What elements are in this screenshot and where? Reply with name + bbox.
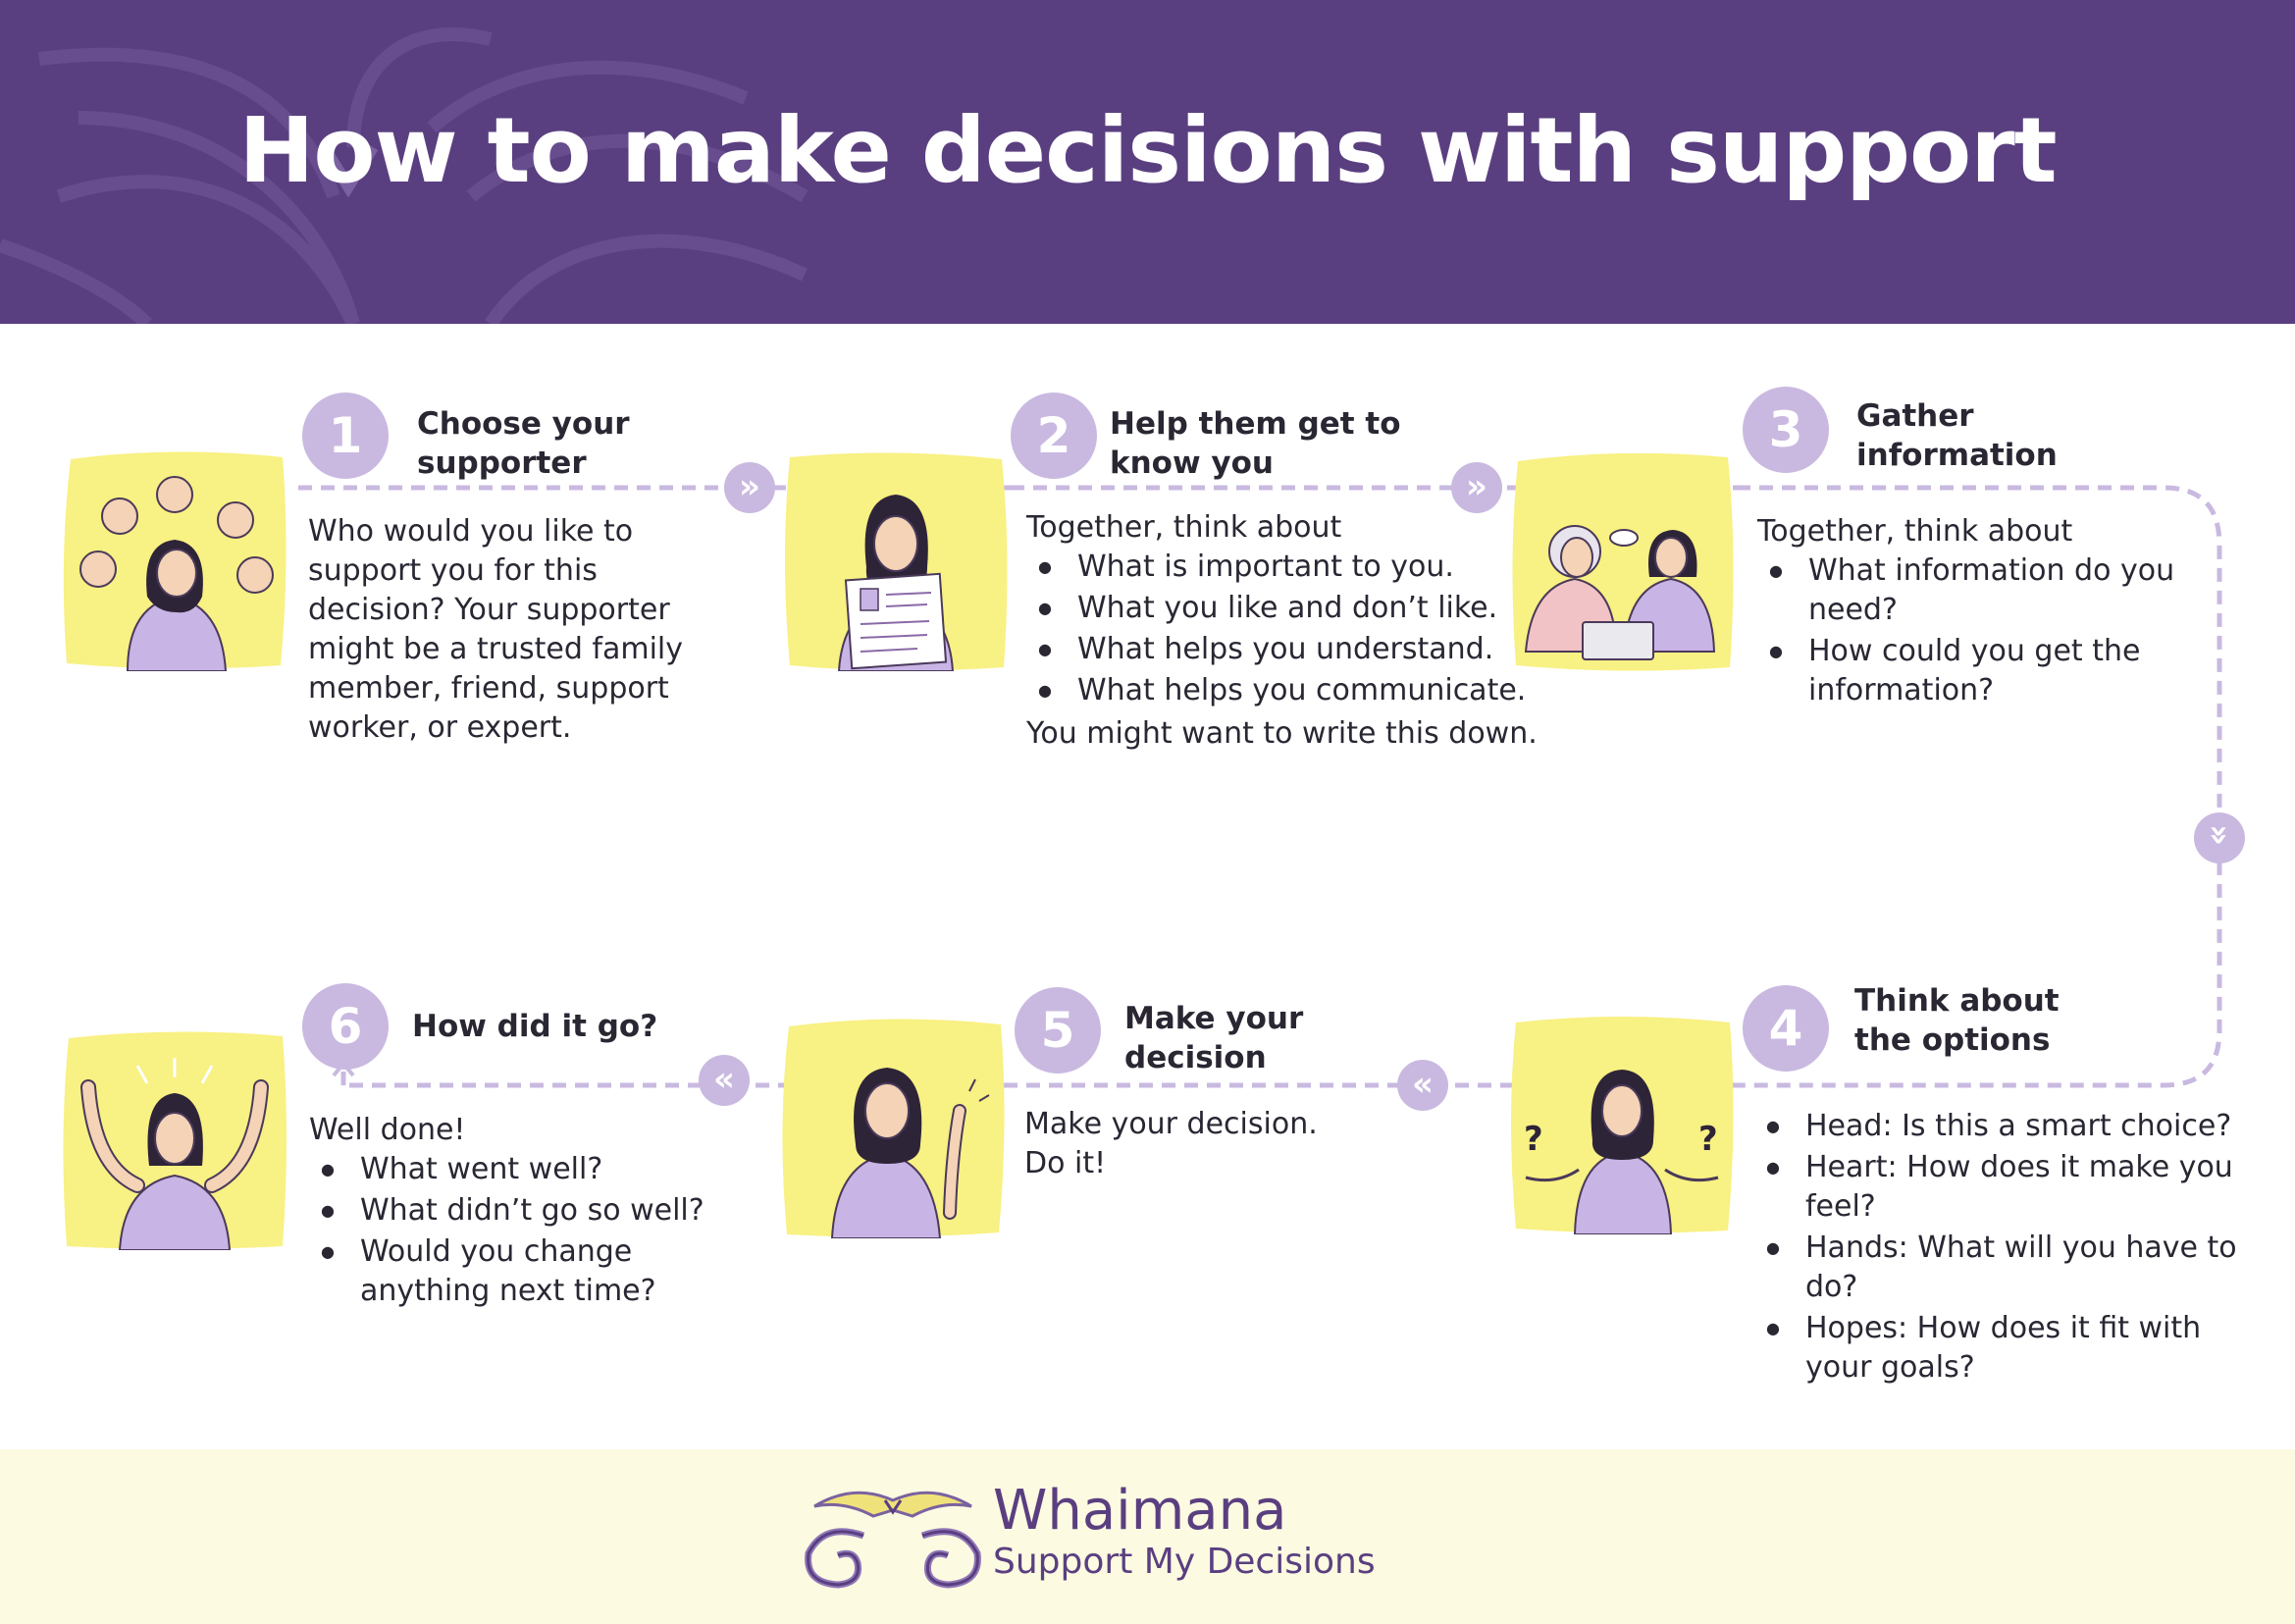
step-6-number-badge: 6: [302, 983, 389, 1070]
list-item: Heart: How does it make you feel?: [1754, 1148, 2255, 1227]
double-chevron-left-icon: «: [699, 1055, 750, 1106]
illustration-think-about-options: ? ?: [1506, 1013, 1738, 1235]
step-1-title: Choose your supporter: [417, 406, 630, 481]
step-1-body: Who would you like to support you for th…: [308, 512, 720, 748]
step-4-list: Head: Is this a smart choice? Heart: How…: [1754, 1107, 2255, 1388]
step-3-title: Gather information: [1856, 398, 2058, 473]
double-chevron-left-icon: «: [1397, 1060, 1448, 1111]
list-item: What didn’t go so well?: [309, 1191, 770, 1231]
step-3-list: What information do you need? How could …: [1757, 551, 2189, 710]
step-2-body: Together, think about What is important …: [1026, 508, 1576, 754]
step-2-number-badge: 2: [1011, 393, 1097, 479]
step-5-line-2: Do it!: [1024, 1146, 1107, 1180]
logo-name: Whaimana: [993, 1479, 1287, 1543]
illustration-help-them-know-you: [780, 449, 1012, 672]
list-item: Head: Is this a smart choice?: [1754, 1107, 2255, 1146]
illustration-choose-supporter: [59, 449, 290, 672]
list-item: What information do you need?: [1757, 551, 2189, 630]
footer-band: [0, 1449, 2295, 1624]
step-6-title: How did it go?: [412, 1009, 658, 1044]
double-chevron-right-icon: »: [1451, 462, 1502, 513]
step-5-number-badge: 5: [1015, 987, 1101, 1074]
list-item: What helps you communicate.: [1026, 671, 1576, 710]
step-2-outro: You might want to write this down.: [1026, 716, 1538, 751]
step-5-line-1: Make your decision.: [1024, 1107, 1318, 1141]
step-4-body: Head: Is this a smart choice? Heart: How…: [1754, 1107, 2255, 1389]
step-3-intro: Together, think about: [1757, 514, 2073, 549]
step-2-intro: Together, think about: [1026, 510, 1342, 545]
svg-text:?: ?: [1698, 1120, 1718, 1159]
list-item: What you like and don’t like.: [1026, 589, 1576, 628]
list-item: What is important to you.: [1026, 548, 1576, 587]
step-1-text: Who would you like to support you for th…: [308, 514, 684, 745]
step-1-number-badge: 1: [302, 393, 389, 479]
illustration-how-did-it-go: [59, 1028, 290, 1251]
list-item: Hopes: How does it fit with your goals?: [1754, 1309, 2255, 1388]
step-4-number-badge: 4: [1743, 985, 1829, 1072]
svg-text:?: ?: [1524, 1120, 1543, 1159]
double-chevron-down-icon: »: [2194, 812, 2245, 864]
step-2-title: Help them get to know you: [1110, 406, 1401, 481]
list-item: Would you change anything next time?: [309, 1232, 770, 1311]
step-5-title: Make your decision: [1124, 1001, 1304, 1075]
list-item: What helps you understand.: [1026, 630, 1576, 669]
illustration-make-your-decision: [777, 1017, 1009, 1239]
step-3-body: Together, think about What information d…: [1757, 512, 2189, 712]
double-chevron-right-icon: »: [724, 462, 775, 513]
list-item: How could you get the information?: [1757, 632, 2189, 710]
header-banner: How to make decisions with support: [0, 0, 2295, 324]
list-item: What went well?: [309, 1150, 770, 1189]
header-pattern: [0, 27, 808, 324]
logo-tagline: Support My Decisions: [993, 1542, 1376, 1582]
step-6-intro: Well done!: [309, 1113, 466, 1147]
step-6-list: What went well? What didn’t go so well? …: [309, 1150, 770, 1311]
whaimana-logo: Whaimana Support My Decisions: [795, 1477, 1383, 1595]
page-title: How to make decisions with support: [238, 98, 2057, 203]
step-2-list: What is important to you. What you like …: [1026, 548, 1576, 710]
step-4-title: Think about the options: [1854, 983, 2060, 1058]
logo-mark-icon: [805, 1491, 981, 1589]
step-6-body: Well done! What went well? What didn’t g…: [309, 1111, 770, 1313]
step-3-number-badge: 3: [1743, 387, 1829, 473]
step-5-body: Make your decision. Do it!: [1024, 1105, 1417, 1183]
list-item: Hands: What will you have to do?: [1754, 1229, 2255, 1307]
